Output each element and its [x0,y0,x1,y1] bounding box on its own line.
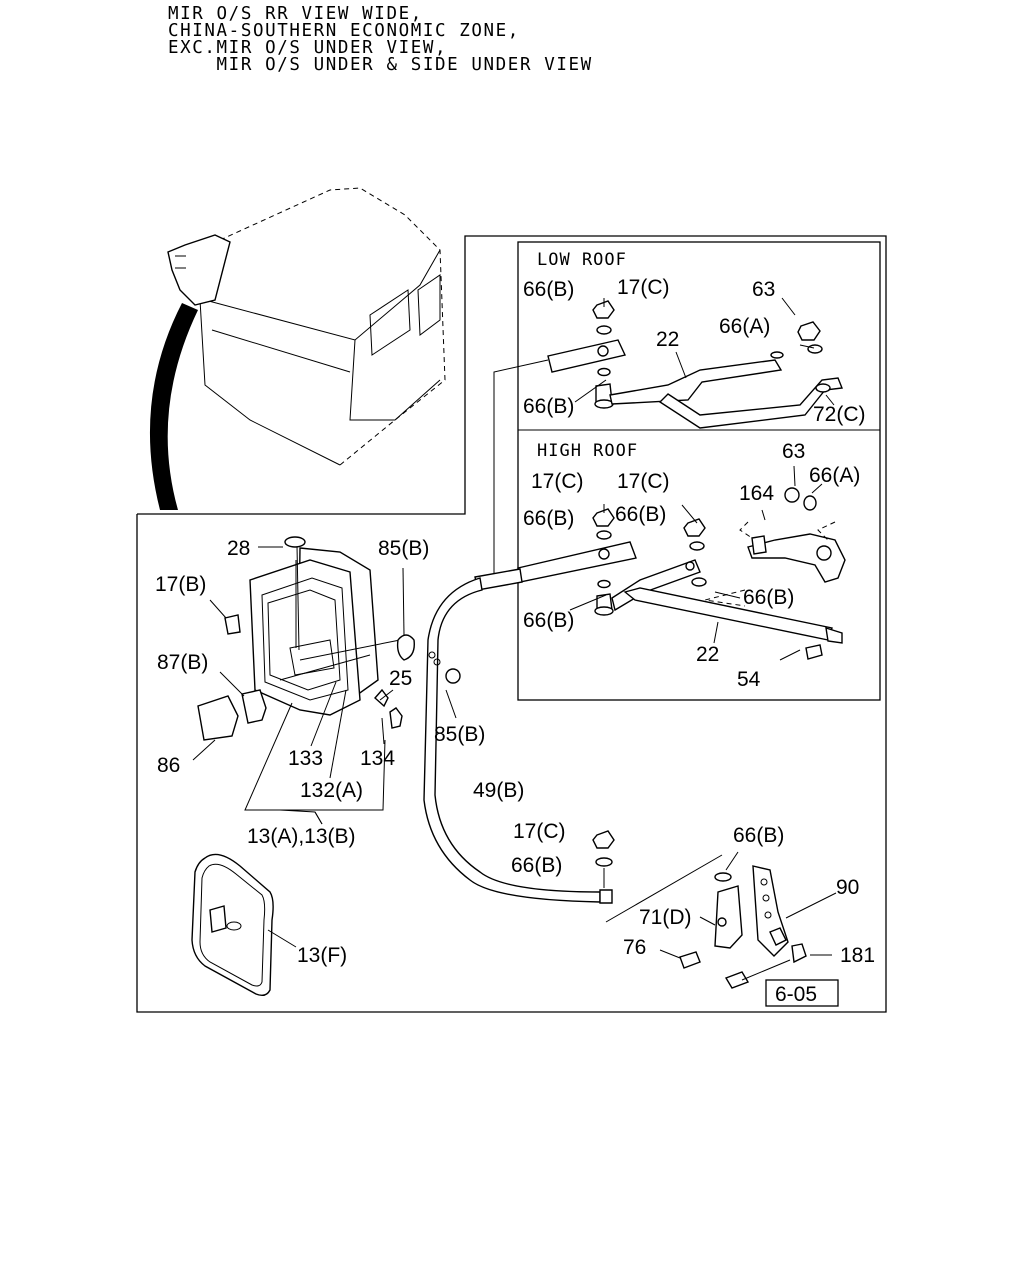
callout-high-66b-right: 66(B) [743,586,794,609]
reference-box[interactable]: 6-05 [765,979,839,1007]
callout-66b-right: 66(B) [733,824,784,847]
high-roof-callouts: 17(C) 17(C) 63 66(A) 164 66(B) 66(B) 66(… [523,440,860,691]
low-roof-callouts: 66(B) 17(C) 63 66(A) 22 66(B) 72(C) [523,276,866,426]
callout-low-72c: 72(C) [813,403,866,426]
callout-high-63: 63 [782,440,805,463]
header-line-1: MIR O/S RR VIEW WIDE, [168,4,423,24]
low-roof-parts [547,297,843,429]
callout-87b: 87(B) [157,651,208,674]
callout-low-66b-top: 66(B) [523,278,574,301]
callout-66b-left: 66(B) [511,854,562,877]
callout-71d: 71(D) [639,906,692,929]
main-callouts: 28 85(B) 17(B) 87(B) 25 85(B) 133 134 86… [155,537,875,967]
callout-high-66b-left: 66(B) [523,507,574,530]
callout-13a-13b: 13(A),13(B) [247,825,356,848]
callout-17b: 17(B) [155,573,206,596]
header-line-3: EXC.MIR O/S UNDER VIEW, [168,38,448,58]
callout-high-66a: 66(A) [809,464,860,487]
callout-high-54: 54 [737,668,761,691]
callout-low-66b-bottom: 66(B) [523,395,574,418]
frame [136,235,887,1013]
callout-low-66a: 66(A) [719,315,770,338]
mirror-assembly [192,536,461,825]
callout-17c: 17(C) [513,820,566,843]
callout-134: 134 [360,747,395,770]
truck-cab-icon [149,187,446,510]
header-note: MIR O/S RR VIEW WIDE, CHINA-SOUTHERN ECO… [168,4,593,75]
high-roof-title: HIGH ROOF [537,441,638,461]
callout-high-17c-mid: 17(C) [617,470,670,493]
callout-low-17c: 17(C) [617,276,670,299]
callout-13f: 13(F) [297,944,347,967]
low-roof-title: LOW ROOF [537,250,627,270]
header-line-2: CHINA-SOUTHERN ECONOMIC ZONE, [168,21,520,41]
callout-high-66b-bottom: 66(B) [523,609,574,632]
stay-pipe-49b [423,577,723,923]
mirror-13f-icon [191,853,297,997]
callout-high-17c-left: 17(C) [531,470,584,493]
callout-85b-top: 85(B) [378,537,429,560]
callout-181: 181 [840,944,875,967]
callout-low-22: 22 [656,328,679,351]
callout-86: 86 [157,754,180,777]
high-roof-parts [517,465,846,661]
reference-box-label: 6-05 [775,983,817,1006]
callout-28: 28 [227,537,250,560]
callout-90: 90 [836,876,859,899]
callout-25: 25 [389,667,412,690]
callout-85b-mid: 85(B) [434,723,485,746]
header-line-4: MIR O/S UNDER & SIDE UNDER VIEW [168,55,593,75]
callout-high-22: 22 [696,643,719,666]
callout-high-164: 164 [739,482,774,505]
callout-49b: 49(B) [473,779,524,802]
callout-76: 76 [623,936,646,959]
callout-133: 133 [288,747,323,770]
callout-low-63: 63 [752,278,775,301]
callout-high-66b-mid: 66(B) [615,503,666,526]
bracket-parts [659,851,837,989]
callout-132a: 132(A) [300,779,363,802]
